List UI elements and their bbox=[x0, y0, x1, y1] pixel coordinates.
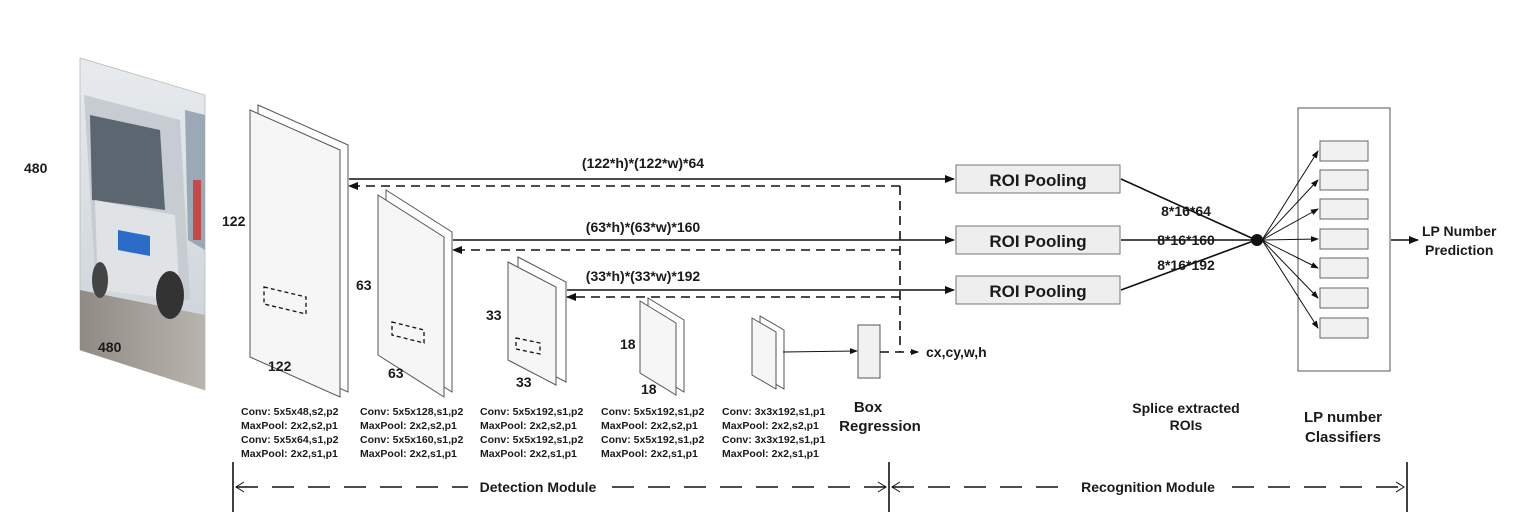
classifier-unit bbox=[1319, 198, 1369, 220]
input-car-image bbox=[79, 57, 206, 391]
layer-config-3: Conv: 5x5x192,s1,p2 MaxPool: 2x2,s2,p1 C… bbox=[480, 406, 583, 460]
recognition-left-arrowhead bbox=[891, 481, 901, 493]
to-box-regression-arrow bbox=[782, 348, 858, 355]
recognition-module-label: Recognition Module bbox=[1081, 479, 1215, 495]
roi-3-output-dims: 8*16*192 bbox=[1157, 257, 1215, 273]
layer-config-line: MaxPool: 2x2,s1,p1 bbox=[601, 448, 698, 460]
layer-config-line: Conv: 5x5x192,s1,p2 bbox=[480, 434, 583, 446]
input-height-label: 480 bbox=[24, 160, 48, 176]
roi-box-3 bbox=[515, 337, 541, 355]
layer-config-4: Conv: 5x5x192,s1,p2 MaxPool: 2x2,s2,p1 C… bbox=[601, 406, 704, 460]
roi-1-to-node-line bbox=[1120, 178, 1257, 241]
feature-map-3-side: 33 bbox=[516, 374, 532, 390]
layer-config-line: Conv: 3x3x192,s1,p1 bbox=[722, 434, 825, 446]
connection-3-dims: (33*h)*(33*w)*192 bbox=[586, 268, 701, 284]
roi-box-1 bbox=[263, 286, 307, 315]
roi-pooling-2: ROI Pooling bbox=[955, 225, 1121, 255]
layer-config-line: Conv: 5x5x64,s1,p2 bbox=[241, 434, 339, 446]
feature-map-2 bbox=[377, 189, 453, 398]
box-regression-label-1: Box bbox=[854, 399, 883, 416]
connection-2-dims: (63*h)*(63*w)*160 bbox=[586, 219, 701, 235]
feature-map-1-side: 122 bbox=[268, 358, 292, 374]
splice-node bbox=[1251, 234, 1263, 246]
detection-module-label: Detection Module bbox=[480, 479, 597, 495]
feature-map-2-size: 63 bbox=[356, 277, 372, 293]
layer-config-line: MaxPool: 2x2,s2,p1 bbox=[360, 420, 457, 432]
roi-pooling-3-label: ROI Pooling bbox=[989, 282, 1086, 301]
feature-map-4 bbox=[639, 297, 685, 396]
connection-1-dims: (122*h)*(122*w)*64 bbox=[582, 155, 704, 171]
input-width-label: 480 bbox=[98, 339, 122, 355]
feature-map-1-size: 122 bbox=[222, 213, 246, 229]
layer-config-1: Conv: 5x5x48,s2,p2 MaxPool: 2x2,s2,p1 Co… bbox=[241, 406, 339, 460]
classifiers-label-1: LP number bbox=[1304, 409, 1382, 426]
box-output-label: cx,cy,w,h bbox=[926, 344, 987, 360]
layer-config-line: Conv: 3x3x192,s1,p1 bbox=[722, 406, 825, 418]
feature-map-3-size: 33 bbox=[486, 307, 502, 323]
feature-map-3 bbox=[507, 256, 567, 386]
roi-3-to-node-line bbox=[1120, 239, 1257, 291]
splice-label-2: ROIs bbox=[1170, 417, 1203, 433]
layer-config-line: MaxPool: 2x2,s2,p1 bbox=[601, 420, 698, 432]
layer-config-line: Conv: 5x5x192,s1,p2 bbox=[601, 434, 704, 446]
roi-pooling-1-label: ROI Pooling bbox=[989, 171, 1086, 190]
detection-right-arrowhead bbox=[877, 481, 887, 493]
feature-map-1 bbox=[249, 104, 349, 398]
box-regression-label-2: Regression bbox=[839, 418, 921, 435]
layer-config-2: Conv: 5x5x128,s1,p2 MaxPool: 2x2,s2,p1 C… bbox=[360, 406, 463, 460]
layer-config-line: MaxPool: 2x2,s1,p1 bbox=[241, 448, 338, 460]
layer-config-line: Conv: 5x5x48,s2,p2 bbox=[241, 406, 339, 418]
roi-1-output-dims: 8*16*64 bbox=[1161, 203, 1211, 219]
roi-box-2 bbox=[391, 321, 425, 344]
layer-config-line: MaxPool: 2x2,s2,p1 bbox=[241, 420, 338, 432]
node-to-classifier-arrows bbox=[1261, 150, 1319, 329]
classifier-unit bbox=[1319, 169, 1369, 191]
feature-map-4-side: 18 bbox=[641, 381, 657, 397]
layer-config-line: MaxPool: 2x2,s1,p1 bbox=[480, 448, 577, 460]
roi-2-output-dims: 8*16*160 bbox=[1157, 232, 1215, 248]
splice-label-1: Splice extracted bbox=[1132, 400, 1239, 416]
layer-config-line: MaxPool: 2x2,s2,p1 bbox=[722, 420, 819, 432]
classifiers-label-2: Classifiers bbox=[1305, 429, 1381, 446]
classifier-unit bbox=[1319, 287, 1369, 309]
license-plate-shape bbox=[118, 230, 150, 256]
layer-config-line: Conv: 5x5x192,s1,p2 bbox=[601, 406, 704, 418]
layer-config-line: MaxPool: 2x2,s2,p1 bbox=[480, 420, 577, 432]
roi-pooling-2-label: ROI Pooling bbox=[989, 232, 1086, 251]
layer-config-line: Conv: 5x5x128,s1,p2 bbox=[360, 406, 463, 418]
classifier-unit bbox=[1319, 140, 1369, 162]
classifier-unit bbox=[1319, 228, 1369, 250]
recognition-right-arrowhead bbox=[1395, 481, 1405, 493]
layer-config-line: Conv: 5x5x160,s1,p2 bbox=[360, 434, 463, 446]
layer-config-line: Conv: 5x5x192,s1,p2 bbox=[480, 406, 583, 418]
box-regression-block bbox=[857, 324, 881, 379]
layer-config-line: MaxPool: 2x2,s1,p1 bbox=[360, 448, 457, 460]
feature-map-5 bbox=[751, 315, 785, 390]
classifier-unit bbox=[1319, 257, 1369, 279]
prediction-label-2: Prediction bbox=[1425, 242, 1493, 258]
feature-map-2-side: 63 bbox=[388, 365, 404, 381]
prediction-label-1: LP Number bbox=[1422, 223, 1497, 239]
roi-pooling-1: ROI Pooling bbox=[955, 164, 1121, 194]
layer-config-5: Conv: 3x3x192,s1,p1 MaxPool: 2x2,s2,p1 C… bbox=[722, 406, 825, 460]
roi-pooling-3: ROI Pooling bbox=[955, 275, 1121, 305]
classifier-units bbox=[1319, 140, 1369, 339]
feature-map-4-size: 18 bbox=[620, 336, 636, 352]
layer-config-line: MaxPool: 2x2,s1,p1 bbox=[722, 448, 819, 460]
detection-left-arrowhead bbox=[235, 481, 245, 493]
classifier-unit bbox=[1319, 317, 1369, 339]
